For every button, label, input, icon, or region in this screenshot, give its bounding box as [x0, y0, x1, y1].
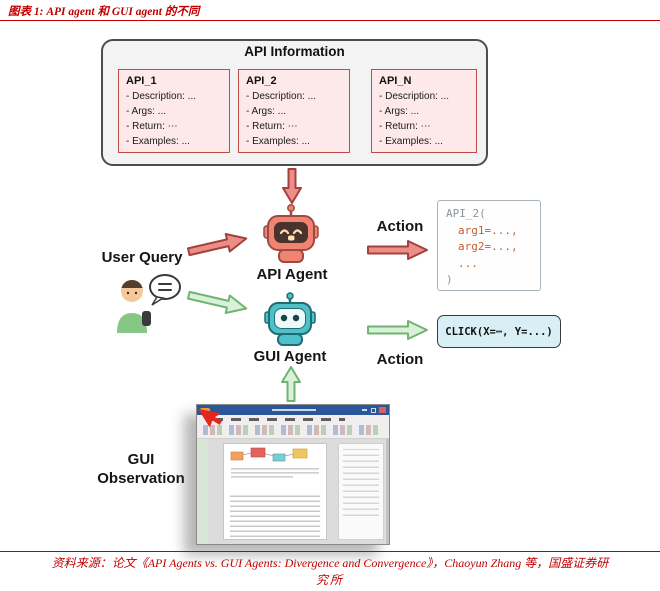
ribbon-tabs-placeholder — [213, 418, 345, 421]
figure-title: 图表 1: API agent 和 GUI agent 的不同 — [8, 6, 200, 18]
window-title-placeholder — [272, 409, 316, 411]
page-figure-thumbnail — [230, 447, 319, 478]
code-line-ellipsis: ... — [458, 256, 478, 270]
gui-agent-robot-icon — [264, 292, 316, 346]
gui-action-code-text: CLICK(X=⋯, Y=...) — [445, 325, 553, 338]
api-card-line: - Examples: ... — [379, 136, 443, 147]
api-card-line: - Description: ... — [126, 91, 197, 102]
api-agent-label: API Agent — [256, 266, 328, 283]
word-side-pane — [338, 443, 384, 540]
word-ribbon — [197, 415, 389, 439]
red-cursor-arrow-icon — [198, 408, 222, 428]
api-card-name: API_N — [379, 75, 412, 87]
gui-observation-label: GUI Observation — [97, 451, 185, 487]
scrollbar — [386, 439, 389, 544]
api-card-2: API_2 - Description: ... - Args: ... - R… — [238, 69, 350, 153]
user-to-apiagent-arrow-icon — [186, 232, 248, 257]
api-information-title: API Information — [244, 44, 345, 59]
apiinfo-to-apiagent-arrow-icon — [282, 168, 302, 204]
gui-agent-label: GUI Agent — [253, 348, 327, 365]
api-card-line: - Return: ⋯ — [379, 121, 431, 132]
api-card-line: - Description: ... — [379, 91, 450, 102]
api-card-n: API_N - Description: ... - Args: ... - R… — [371, 69, 477, 153]
code-line-open: API_2( — [446, 207, 486, 220]
word-screenshot — [196, 404, 390, 545]
user-person-icon — [117, 274, 181, 333]
api-card-line: - Args: ... — [379, 106, 420, 117]
user-query-label: User Query — [101, 249, 183, 266]
action-label-gui: Action — [376, 351, 424, 368]
api-card-name: API_2 — [246, 75, 277, 87]
word-titlebar — [197, 405, 389, 415]
page-text-placeholder — [230, 494, 320, 539]
top-rule — [0, 20, 660, 21]
side-pane-text-placeholder — [343, 449, 379, 516]
code-line-close: ) — [446, 273, 453, 286]
bottom-rule — [0, 551, 660, 552]
gui-action-code-box: CLICK(X=⋯, Y=...) — [437, 315, 561, 348]
code-line-arg1: arg1=..., — [458, 223, 518, 237]
user-to-guiagent-arrow-icon — [186, 290, 248, 315]
source-text-line1: 资料来源：论文《API Agents vs. GUI Agents: Diver… — [51, 556, 609, 570]
api-card-line: - Args: ... — [126, 106, 167, 117]
action-label-api: Action — [376, 218, 424, 235]
api-card-line: - Return: ⋯ — [126, 121, 178, 132]
word-page — [223, 443, 327, 540]
close-icon — [379, 407, 386, 413]
api-card-1: API_1 - Description: ... - Args: ... - R… — [118, 69, 230, 153]
api-card-name: API_1 — [126, 75, 157, 87]
minimize-icon — [362, 409, 367, 411]
apiagent-action-arrow-icon — [367, 240, 428, 260]
document-margin-strip — [197, 439, 208, 544]
api-action-code-box: API_2( arg1=..., arg2=..., ... ) — [437, 200, 541, 291]
observation-to-guiagent-arrow-icon — [281, 366, 301, 402]
api-card-line: - Return: ⋯ — [246, 121, 298, 132]
api-card-line: - Examples: ... — [246, 136, 310, 147]
code-line-arg2: arg2=..., — [458, 240, 518, 253]
api-card-line: - Description: ... — [246, 91, 317, 102]
restore-icon — [371, 407, 376, 413]
word-document-area — [197, 439, 389, 544]
autosave-toggle-icon — [200, 408, 210, 412]
ribbon-icons-placeholder — [203, 425, 383, 435]
api-agent-robot-icon — [263, 204, 319, 263]
source-text-line2: 究所 — [315, 573, 344, 587]
api-card-line: - Args: ... — [246, 106, 287, 117]
api-card-line: - Examples: ... — [126, 136, 190, 147]
guiagent-action-arrow-icon — [367, 320, 428, 340]
